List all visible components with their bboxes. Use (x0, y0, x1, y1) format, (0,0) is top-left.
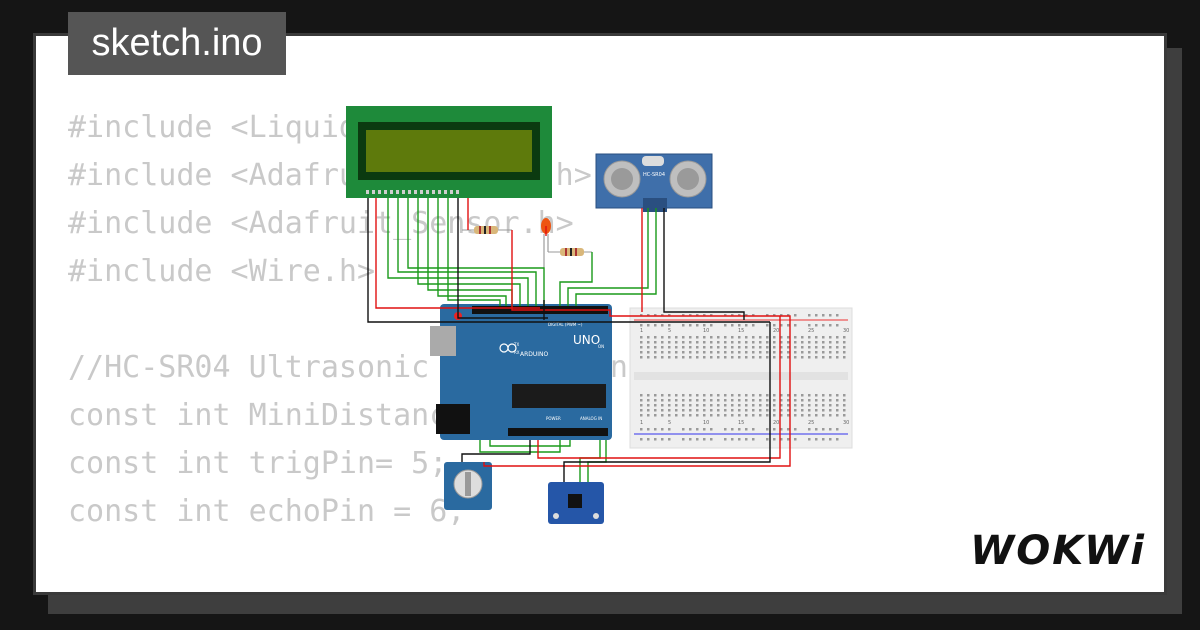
breadboard-column-number: 5 (668, 420, 671, 426)
breadboard-column-number: 15 (738, 420, 744, 426)
code-line: //LCD (68, 584, 754, 592)
breadboard-column-number: 10 (703, 328, 709, 334)
breadboard-column-number: 20 (773, 328, 779, 334)
wokwi-logo: WOKWi (970, 528, 1146, 574)
resistor-1[interactable] (462, 226, 512, 234)
ultrasonic-label: HC-SR04 (643, 172, 665, 178)
breadboard-column-number: 5 (668, 328, 671, 334)
lcd-display[interactable] (346, 106, 552, 198)
resistor-2[interactable] (548, 248, 592, 256)
breadboard-column-number: 1 (640, 420, 643, 426)
breadboard-column-number: 30 (843, 420, 849, 426)
breadboard-column-number: 30 (843, 328, 849, 334)
file-tab[interactable]: sketch.ino (68, 12, 286, 75)
code-line: const int echoPin = 6; (68, 494, 466, 529)
breadboard-column-number: 1 (640, 328, 643, 334)
code-line: #include <Wire.h> (68, 254, 376, 289)
breadboard-column-number: 20 (773, 420, 779, 426)
ultrasonic-sensor[interactable]: HC-SR04 (595, 153, 713, 212)
code-line: #include <Adafruit_Sensor.h> (68, 206, 574, 241)
arduino-uno[interactable]: UNO ARDUINO DIGITAL (PWM ~) ANALOG IN PO… (430, 304, 612, 440)
potentiometer[interactable] (444, 462, 492, 510)
on-label: ON (598, 344, 604, 349)
tx-label: TX (513, 342, 519, 347)
breadboard-column-number: 25 (808, 328, 814, 334)
breadboard-column-number: 15 (738, 328, 744, 334)
breadboard-column-number: 25 (808, 420, 814, 426)
breadboard-column-number: 10 (703, 420, 709, 426)
mpu6050-sensor[interactable] (548, 482, 604, 524)
rx-label: RX (514, 350, 520, 355)
digital-label: DIGITAL (PWM ~) (548, 322, 583, 327)
wires (367, 198, 791, 482)
power-label: POWER (546, 416, 561, 421)
code-line: const int trigPin= 5; (68, 446, 448, 481)
analog-label: ANALOG IN (580, 416, 602, 421)
arduino-model-label: UNO (573, 333, 600, 347)
arduino-brand-label: ARDUINO (520, 351, 549, 358)
